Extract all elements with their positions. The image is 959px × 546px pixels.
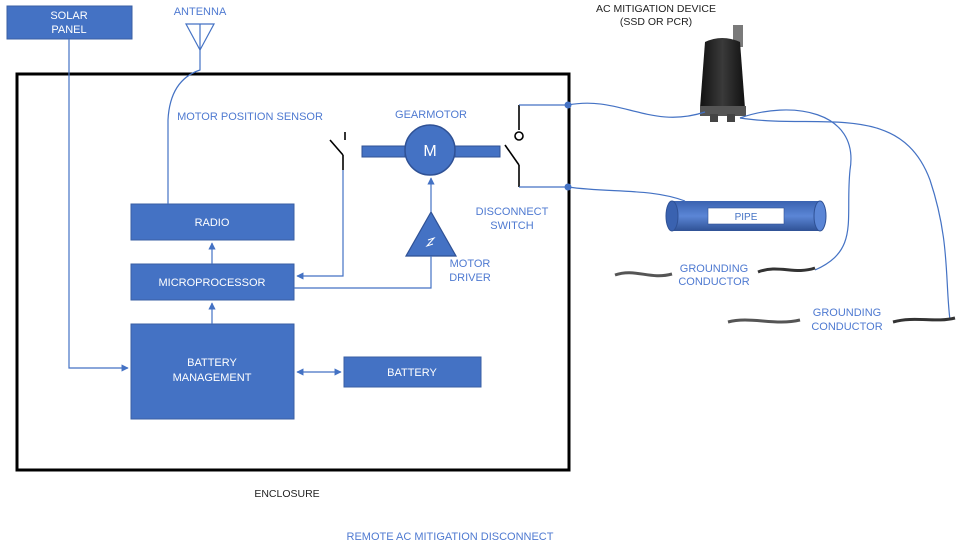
grounding-conductor-2-label-2: CONDUCTOR <box>811 321 882 333</box>
motor-symbol: M <box>423 143 436 160</box>
battery-management-block: BATTERY MANAGEMENT <box>130 323 295 420</box>
ac-mitigation-device-icon <box>700 25 746 122</box>
battery-management-label-1: BATTERY <box>187 357 237 369</box>
ac-device-label-1: AC MITIGATION DEVICE <box>596 3 716 15</box>
gearmotor-shaft-left <box>361 145 406 158</box>
grounding-conductor-2-label-1: GROUNDING <box>813 307 881 319</box>
external-wiring <box>567 102 951 321</box>
pipe-icon: PIPE <box>665 200 827 232</box>
motor-driver-label-2: DRIVER <box>449 272 491 284</box>
solar-panel-label-1: SOLAR <box>50 10 87 22</box>
solar-panel-label-2: PANEL <box>51 24 86 36</box>
enclosure-box <box>15 72 571 472</box>
ac-device-label-2: (SSD OR PCR) <box>620 16 692 28</box>
grounding-conductor-1-label-2: CONDUCTOR <box>678 276 749 288</box>
motor-position-sensor-label: MOTOR POSITION SENSOR <box>177 111 323 123</box>
motor-driver-label-1: MOTOR <box>450 258 491 270</box>
motor-driver-icon <box>404 210 458 257</box>
solar-panel-block: SOLAR PANEL <box>6 5 133 40</box>
disconnect-switch-icon <box>504 104 568 188</box>
microprocessor-label: MICROPROCESSOR <box>159 277 266 289</box>
battery-block: BATTERY <box>343 356 482 388</box>
grounding-conductor-1-icon <box>614 266 816 278</box>
radio-label: RADIO <box>195 217 230 229</box>
antenna-icon <box>184 23 216 52</box>
radio-block: RADIO <box>130 203 295 241</box>
gearmotor-icon: M <box>404 124 456 176</box>
battery-label: BATTERY <box>387 367 437 379</box>
pipe-label: PIPE <box>735 212 758 223</box>
disconnect-switch-label-2: SWITCH <box>490 220 533 232</box>
gearmotor-label: GEARMOTOR <box>395 109 467 121</box>
enclosure-label: ENCLOSURE <box>254 488 319 500</box>
grounding-conductor-1-label-1: GROUNDING <box>680 263 748 275</box>
motor-position-sensor-switch-icon <box>329 132 346 170</box>
diagram-caption: REMOTE AC MITIGATION DISCONNECT <box>347 531 554 543</box>
microprocessor-block: MICROPROCESSOR <box>130 263 295 301</box>
internal-wiring <box>68 39 435 376</box>
gearmotor-shaft-right <box>454 145 501 158</box>
antenna-label: ANTENNA <box>174 6 227 18</box>
disconnect-switch-label-1: DISCONNECT <box>476 206 549 218</box>
battery-management-label-2: MANAGEMENT <box>173 372 252 384</box>
grounding-conductor-2-icon <box>727 316 956 324</box>
